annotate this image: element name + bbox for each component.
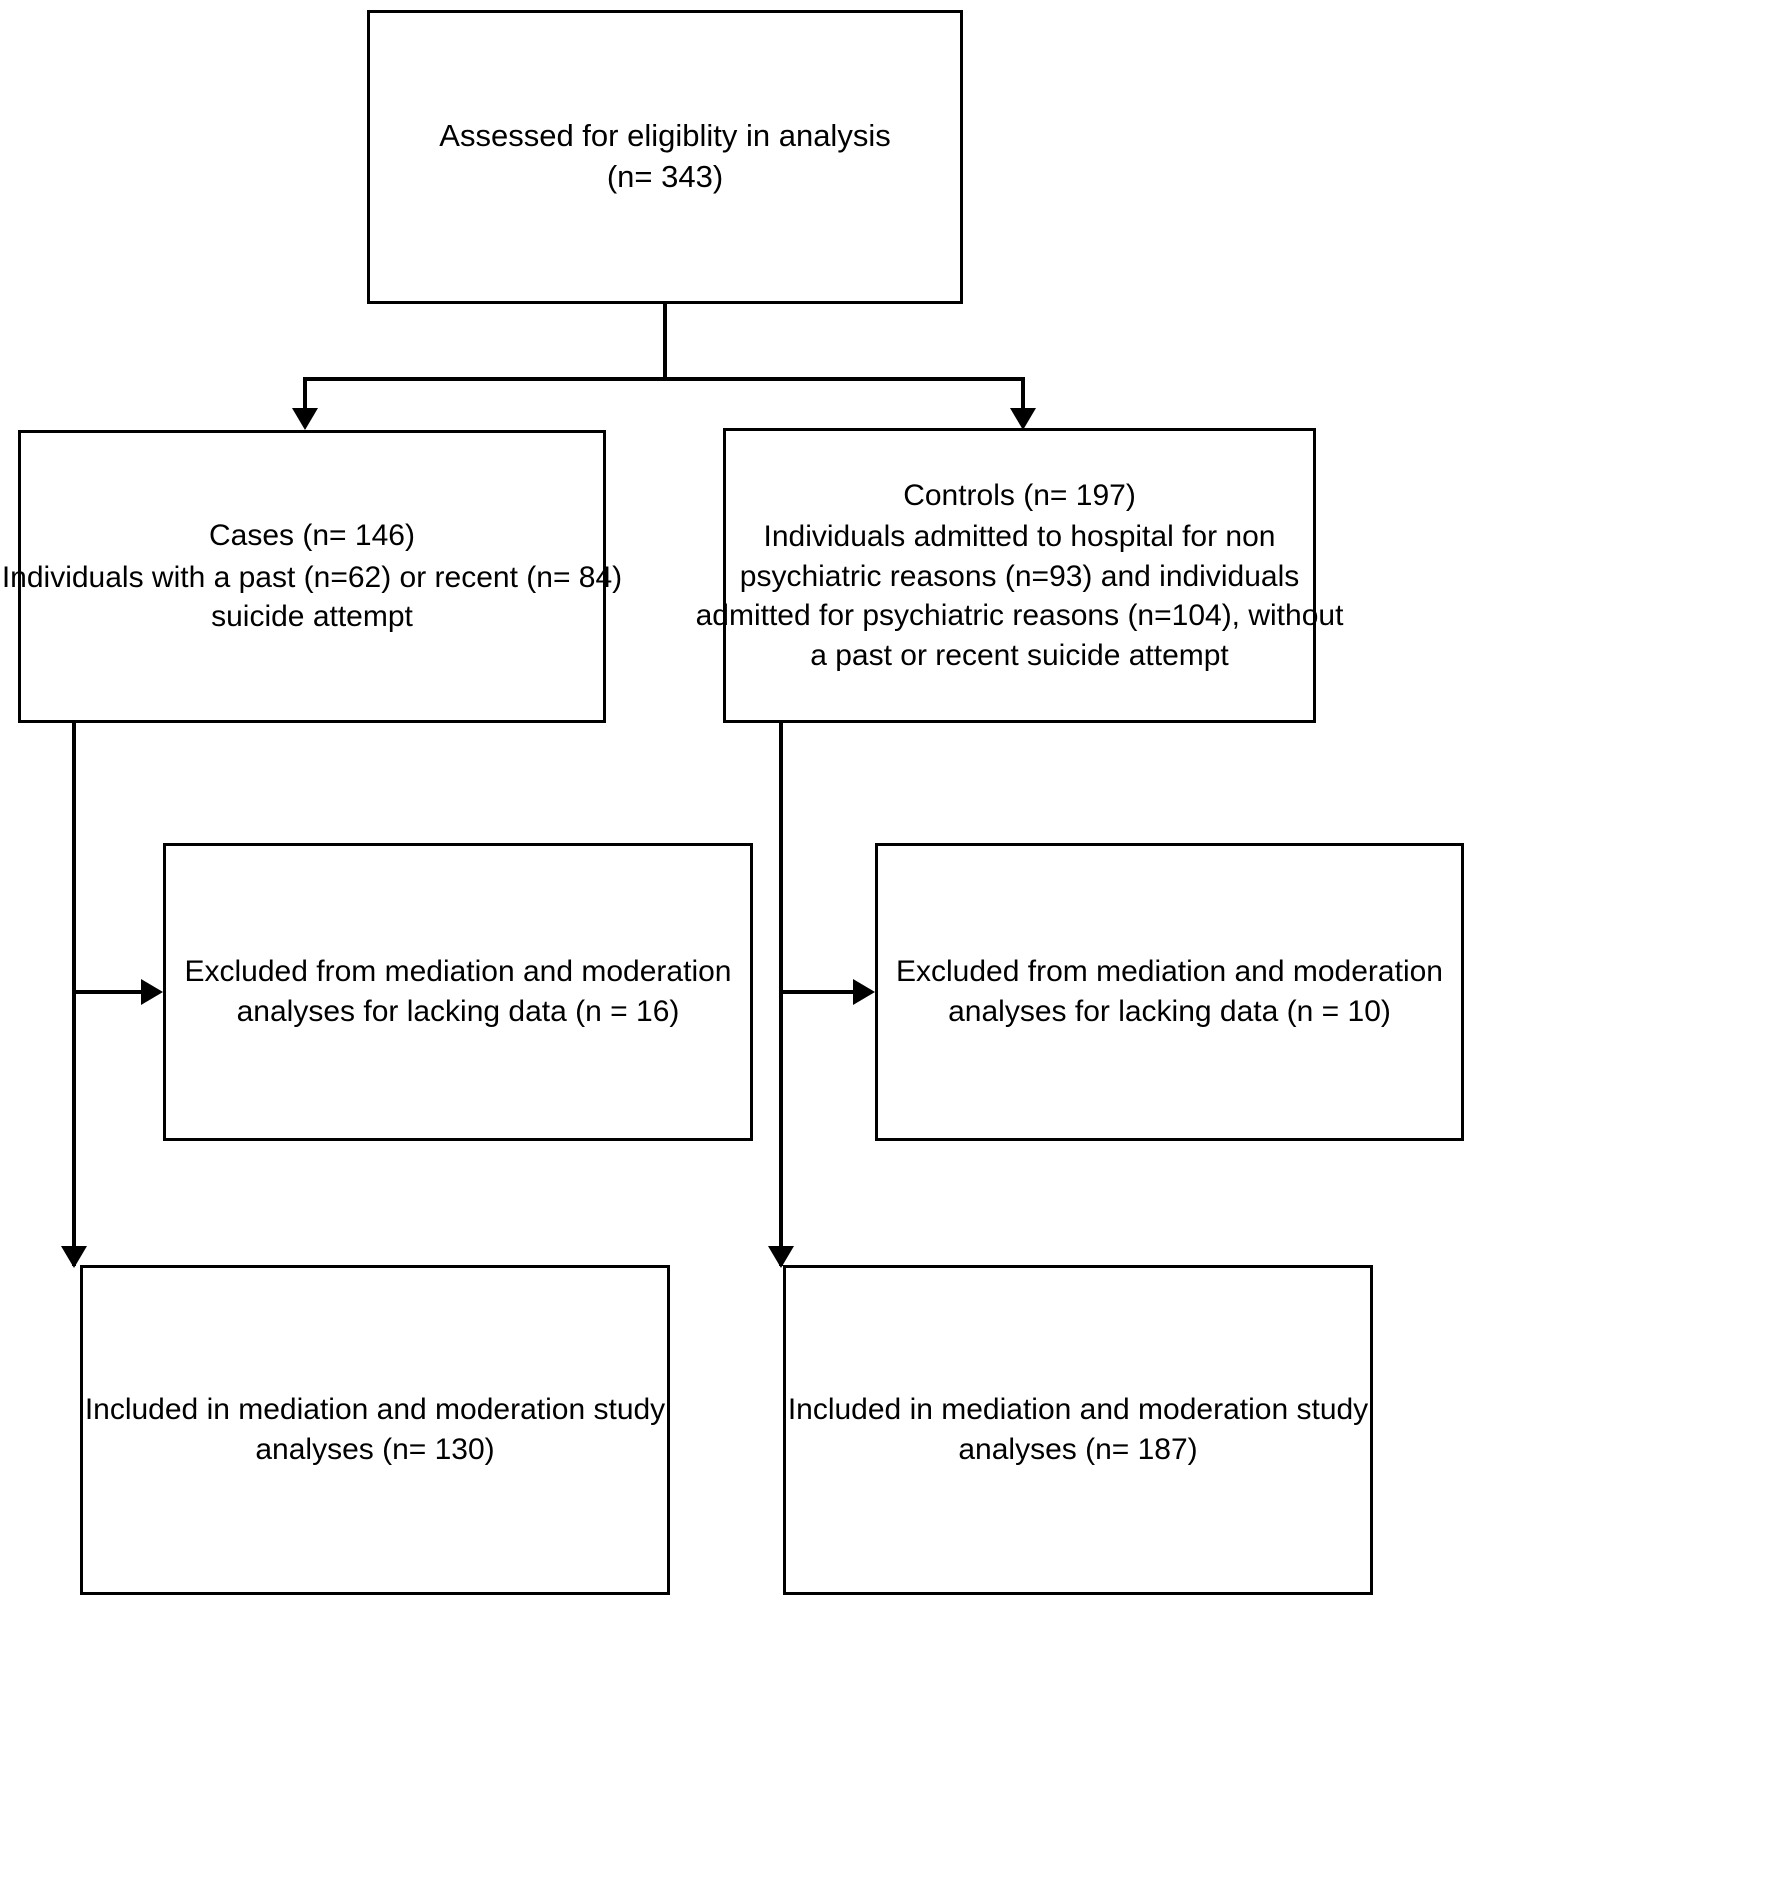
controls-line-2: Individuals admitted to hospital for non bbox=[763, 520, 1276, 554]
arrowhead-controls-to-excluded bbox=[853, 979, 875, 1005]
included-controls-line-2: analyses (n= 187) bbox=[958, 1433, 1198, 1466]
controls-line-5: a past or recent suicide attempt bbox=[810, 638, 1229, 672]
excluded-cases-line-2: analyses for lacking data (n = 16) bbox=[236, 995, 680, 1028]
cases-line-2: Individuals with a past (n=62) or recent… bbox=[1, 560, 623, 594]
included-cases-line-2: analyses (n= 130) bbox=[255, 1433, 495, 1466]
connector-split-bus bbox=[303, 377, 1025, 381]
arrowhead-cases-to-included bbox=[61, 1246, 87, 1268]
excluded-controls-line-2: analyses for lacking data (n = 10) bbox=[948, 995, 1391, 1028]
node-excluded-cases: Excluded from mediation and moderation a… bbox=[163, 843, 753, 1141]
arrowhead-controls-to-included bbox=[768, 1246, 794, 1268]
controls-line-3: psychiatric reasons (n=93) and individua… bbox=[739, 559, 1300, 593]
node-controls: Controls (n= 197) Individuals admitted t… bbox=[696, 428, 1343, 723]
connector-assessed-stem bbox=[663, 301, 667, 379]
excluded-cases-line-1: Excluded from mediation and moderation bbox=[184, 955, 732, 989]
controls-line-4: admitted for psychiatric reasons (n=104)… bbox=[695, 599, 1344, 633]
excluded-controls-line-1: Excluded from mediation and moderation bbox=[896, 955, 1443, 989]
included-cases-line-1: Included in mediation and moderation stu… bbox=[84, 1393, 666, 1427]
node-included-cases: Included in mediation and moderation stu… bbox=[80, 1265, 670, 1595]
cases-line-1: Cases (n= 146) bbox=[209, 519, 415, 553]
connector-controls-to-excluded bbox=[779, 990, 856, 994]
connector-cases-to-excluded bbox=[72, 990, 144, 994]
node-excluded-controls: Excluded from mediation and moderation a… bbox=[875, 843, 1464, 1141]
assessed-line-2: (n= 343) bbox=[606, 159, 724, 194]
cases-line-3: suicide attempt bbox=[211, 600, 413, 634]
node-assessed-for-eligibility: Assessed for eligiblity in analysis (n= … bbox=[367, 10, 963, 304]
controls-line-1: Controls (n= 197) bbox=[903, 478, 1136, 512]
arrowhead-to-cases bbox=[292, 408, 318, 430]
arrowhead-cases-to-excluded bbox=[141, 979, 163, 1005]
connector-to-cases bbox=[303, 377, 307, 412]
included-controls-line-1: Included in mediation and moderation stu… bbox=[787, 1393, 1369, 1427]
assessed-line-1: Assessed for eligiblity in analysis bbox=[439, 118, 891, 154]
connector-to-controls bbox=[1021, 377, 1025, 412]
node-included-controls: Included in mediation and moderation stu… bbox=[783, 1265, 1373, 1595]
arrowhead-to-controls bbox=[1010, 408, 1036, 430]
node-cases: Cases (n= 146) Individuals with a past (… bbox=[2, 430, 622, 723]
